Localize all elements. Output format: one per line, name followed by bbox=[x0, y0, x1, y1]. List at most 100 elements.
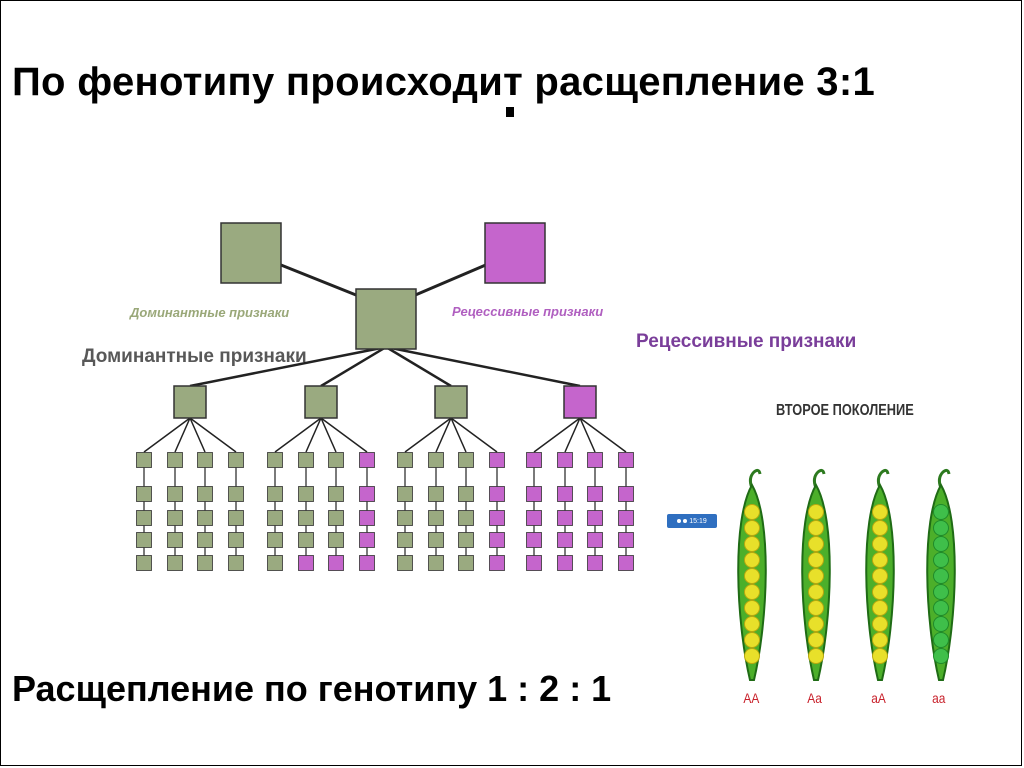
pea-yellow bbox=[744, 520, 760, 536]
f3-dominant-square bbox=[228, 532, 244, 548]
f3-dominant-square bbox=[458, 452, 474, 468]
parent-link-line bbox=[405, 259, 496, 301]
f2-link-line bbox=[320, 417, 337, 453]
pea-yellow bbox=[808, 520, 824, 536]
f2-dominant-square bbox=[304, 385, 338, 419]
f3-recessive-square bbox=[587, 510, 603, 526]
pea-yellow bbox=[872, 600, 888, 616]
f3-dominant-square bbox=[428, 510, 444, 526]
f1-link-line bbox=[189, 345, 387, 388]
f3-recessive-square bbox=[298, 555, 314, 571]
f2-link-line bbox=[174, 417, 191, 453]
pod-genotype-label: aa bbox=[932, 690, 946, 706]
f3-recessive-square bbox=[359, 555, 375, 571]
pea-yellow bbox=[872, 616, 888, 632]
f3-dominant-square bbox=[167, 452, 183, 468]
f3-recessive-square bbox=[557, 510, 573, 526]
pod-genotype-label: AA bbox=[743, 690, 760, 706]
f3-recessive-square bbox=[557, 555, 573, 571]
pea-pod bbox=[865, 468, 895, 681]
pea-green bbox=[933, 504, 949, 520]
f3-dominant-square bbox=[428, 532, 444, 548]
pea-yellow bbox=[744, 584, 760, 600]
pea-yellow bbox=[872, 648, 888, 664]
f3-dominant-square bbox=[197, 486, 213, 502]
f3-dominant-square bbox=[458, 486, 474, 502]
pea-yellow bbox=[872, 552, 888, 568]
pea-yellow bbox=[808, 616, 824, 632]
pea-yellow bbox=[872, 632, 888, 648]
pod-stem bbox=[937, 468, 951, 489]
f2-recessive-square bbox=[563, 385, 597, 419]
f3-recessive-square bbox=[587, 486, 603, 502]
f3-dominant-square bbox=[397, 452, 413, 468]
pod-stem bbox=[812, 468, 826, 489]
pod-genotype-label: Aa bbox=[807, 690, 822, 706]
f3-dominant-square bbox=[458, 532, 474, 548]
pea-yellow bbox=[744, 568, 760, 584]
f2-link-line bbox=[320, 417, 368, 453]
f3-recessive-square bbox=[618, 555, 634, 571]
taskbar-time: 15:19 bbox=[689, 517, 707, 525]
f3-recessive-square bbox=[587, 532, 603, 548]
f3-dominant-square bbox=[167, 486, 183, 502]
pea-yellow bbox=[872, 584, 888, 600]
f3-dominant-square bbox=[267, 452, 283, 468]
pod-genotype-label: aA bbox=[871, 690, 886, 706]
f3-recessive-square bbox=[618, 532, 634, 548]
f3-recessive-square bbox=[618, 486, 634, 502]
f2-link-line bbox=[579, 417, 627, 453]
dominant-label: Доминантные признаки bbox=[82, 346, 307, 367]
f3-dominant-square bbox=[228, 555, 244, 571]
f3-dominant-square bbox=[197, 555, 213, 571]
pea-green bbox=[933, 584, 949, 600]
f3-dominant-square bbox=[267, 510, 283, 526]
f3-dominant-square bbox=[328, 486, 344, 502]
f3-recessive-square bbox=[526, 486, 542, 502]
pea-green bbox=[933, 632, 949, 648]
pea-yellow bbox=[744, 648, 760, 664]
parent-link-line bbox=[270, 259, 367, 301]
dominant-label-small: Доминантные признаки bbox=[130, 305, 290, 320]
f3-recessive-square bbox=[489, 486, 505, 502]
pea-yellow bbox=[808, 600, 824, 616]
f3-dominant-square bbox=[136, 510, 152, 526]
f3-recessive-square bbox=[359, 510, 375, 526]
f3-recessive-square bbox=[557, 452, 573, 468]
pea-yellow bbox=[808, 552, 824, 568]
f3-recessive-square bbox=[489, 532, 505, 548]
f2-link-line bbox=[404, 417, 452, 453]
parent-recessive-square bbox=[484, 222, 546, 284]
f3-dominant-square bbox=[167, 532, 183, 548]
taskbar-thumbnail: 15:19 bbox=[667, 514, 717, 528]
f2-link-line bbox=[189, 417, 237, 453]
pea-yellow bbox=[872, 520, 888, 536]
f3-dominant-square bbox=[167, 555, 183, 571]
f1-link-line bbox=[320, 345, 387, 388]
f3-dominant-square bbox=[328, 532, 344, 548]
f2-link-line bbox=[450, 417, 498, 453]
pea-pod bbox=[926, 468, 956, 681]
f3-recessive-square bbox=[557, 532, 573, 548]
pea-yellow bbox=[808, 568, 824, 584]
f3-dominant-square bbox=[328, 452, 344, 468]
f3-recessive-square bbox=[587, 452, 603, 468]
f3-dominant-square bbox=[267, 486, 283, 502]
second-generation-label: ВТОРОЕ ПОКОЛЕНИЕ bbox=[776, 402, 914, 419]
f3-recessive-square bbox=[359, 452, 375, 468]
f3-dominant-square bbox=[298, 486, 314, 502]
f3-dominant-square bbox=[197, 452, 213, 468]
f3-recessive-square bbox=[359, 532, 375, 548]
f3-dominant-square bbox=[458, 510, 474, 526]
pea-green bbox=[933, 568, 949, 584]
f3-dominant-square bbox=[167, 510, 183, 526]
f3-dominant-square bbox=[397, 532, 413, 548]
pea-pod bbox=[737, 468, 767, 681]
pea-yellow bbox=[744, 600, 760, 616]
pea-yellow bbox=[808, 504, 824, 520]
taskbar-dot-icon bbox=[677, 519, 682, 523]
f3-recessive-square bbox=[526, 532, 542, 548]
pea-yellow bbox=[872, 568, 888, 584]
